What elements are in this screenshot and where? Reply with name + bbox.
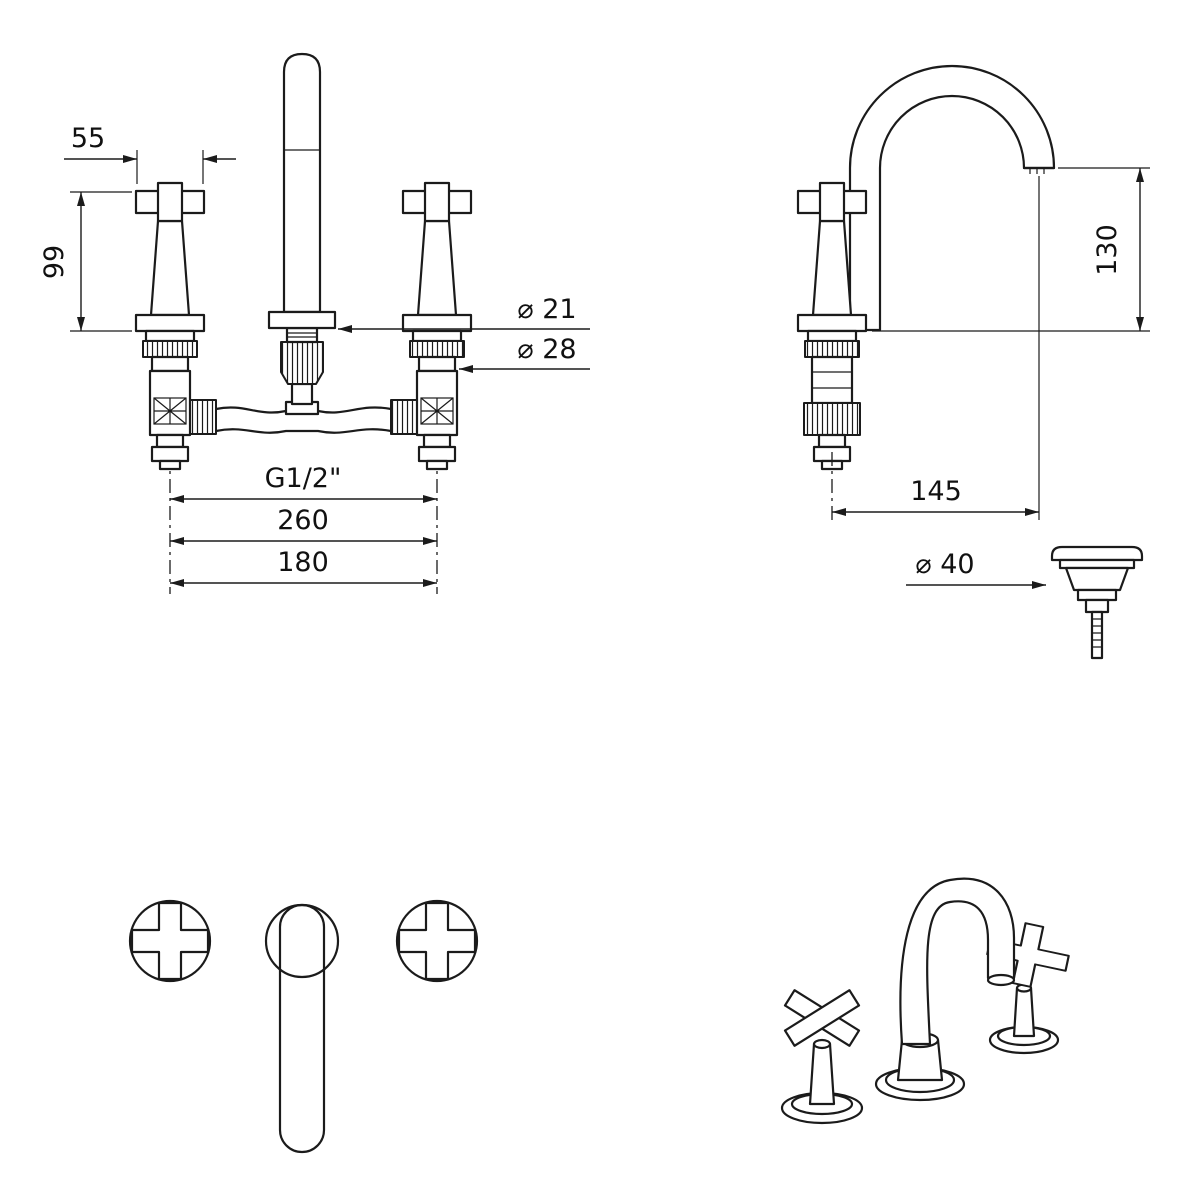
dia-40-label: ⌀ 40 [915,549,974,580]
left-union-nut [189,399,217,435]
left-valve-emblem [153,397,187,425]
dim-145: 145 [832,176,1040,520]
right-inlet-nut [417,445,457,463]
iso-left-cross [783,989,861,1047]
dim-55: 55 [64,123,236,184]
popup-waste [1050,545,1144,660]
spout-side [848,64,1056,332]
iso-spout-mouth [986,973,1016,987]
plan-view [128,899,479,1154]
dim-thread: G1/2" [170,463,437,503]
dim-180-label: 180 [277,547,329,578]
left-valve-front [134,181,217,471]
dia-28-label: ⌀ 28 [517,334,576,365]
left-escutcheon [134,313,206,333]
dim-99-label: 99 [39,245,70,279]
dim-180: 180 [170,547,437,587]
side-view: 130 145 ⌀ 40 [796,64,1150,660]
front-view: 55 99 ⌀ 21 ⌀ 28 G1/2" 260 180 [39,52,590,594]
left-inlet-nut [150,445,190,463]
valve-side [796,181,868,524]
iso-spout [874,877,1016,1102]
iso-right-handle [986,922,1070,1055]
right-union-nut [390,399,418,435]
spout-front [267,52,337,416]
dim-130: 130 [872,167,1150,332]
supply-pipe [214,406,393,434]
side-escutcheon [796,313,868,333]
waste-rod [1090,610,1104,660]
dim-145-label: 145 [910,476,962,507]
dim-dia28: ⌀ 28 [459,334,590,373]
plan-spout [264,903,340,1154]
dim-260: 260 [170,505,437,545]
iso-left-handle [780,989,864,1125]
plan-left-handle [128,899,212,983]
plan-right-handle [395,899,479,983]
dim-130-label: 130 [1092,224,1123,276]
right-valve-emblem [420,397,454,425]
dim-dia21: ⌀ 21 [338,294,590,333]
dia-21-label: ⌀ 21 [517,294,576,325]
dim-dia40: ⌀ 40 [906,549,1046,589]
dim-260-label: 260 [277,505,329,536]
dim-99: 99 [39,191,132,332]
right-valve-front [390,181,473,471]
thread-label: G1/2" [265,463,342,494]
iso-right-cross [986,922,1070,988]
isometric-view [780,877,1070,1125]
dim-55-label: 55 [71,123,105,154]
side-union-nut [803,402,861,436]
